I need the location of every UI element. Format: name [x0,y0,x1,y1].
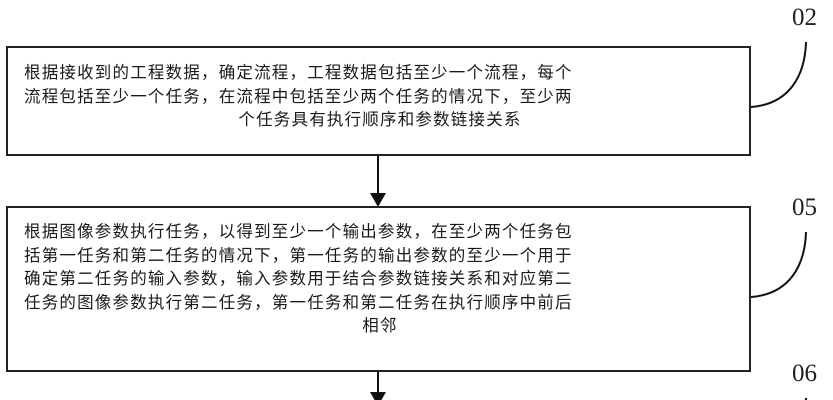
step-box-02: 根据接收到的工程数据，确定流程，工程数据包括至少一个流程，每个 流程包括至少一个… [6,46,751,156]
step-text-line: 确定第二任务的输入参数，输入参数用于结合参数链接关系和对应第二 [24,269,573,288]
step-text-line: 个任务具有执行顺序和参数链接关系 [238,110,522,129]
step-text-05: 根据图像参数执行任务，以得到至少一个输出参数，在至少两个任务包 括第一任务和第二… [24,220,736,338]
step-text-line: 相邻 [362,316,398,335]
flow-arrow-head-2 [370,392,386,400]
step-label-05: 05 [792,194,817,221]
flow-arrow-head-1 [370,193,386,207]
step-text-line: 任务的图像参数执行第二任务，第一任务和第二任务在执行顺序中前后 [24,292,573,312]
step-text-02: 根据接收到的工程数据，确定流程，工程数据包括至少一个流程，每个 流程包括至少一个… [24,61,736,132]
step-text-line: 根据接收到的工程数据，确定流程，工程数据包括至少一个流程，每个 [24,63,573,82]
leader-line-02 [750,41,807,108]
step-box-05: 根据图像参数执行任务，以得到至少一个输出参数，在至少两个任务包 括第一任务和第二… [6,206,751,372]
step-text-line: 流程包括至少一个任务，在流程中包括至少两个任务的情况下，至少两 [24,86,573,106]
step-label-06: 06 [792,360,817,387]
step-text-line: 括第一任务和第二任务的情况下，第一任务的输出参数的至少一个用于 [24,245,573,265]
step-text-line: 根据图像参数执行任务，以得到至少一个输出参数，在至少两个任务包 [24,222,573,241]
leader-line-05 [750,231,807,298]
step-label-02: 02 [792,4,817,31]
